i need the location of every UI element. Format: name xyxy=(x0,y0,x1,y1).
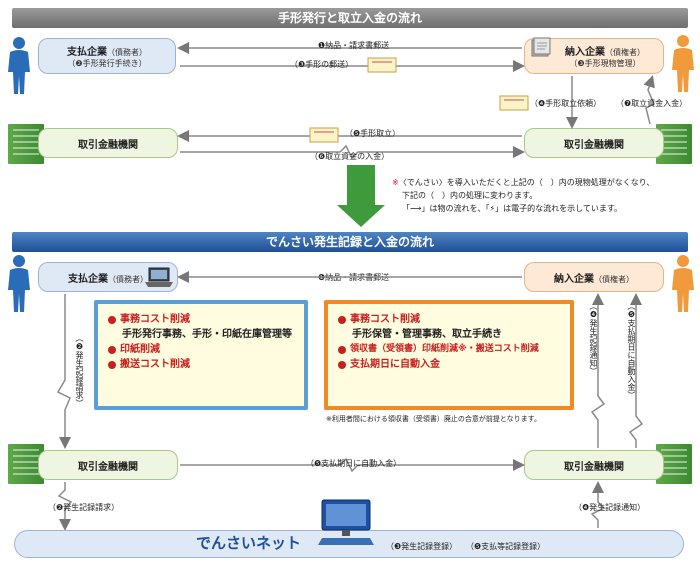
densai-net-title: でんさいネット xyxy=(196,534,302,552)
payer-benefit-3: 搬送コスト削減 xyxy=(120,359,190,370)
document-stack-icon xyxy=(531,37,551,57)
payer-person-icon xyxy=(8,37,30,94)
computer-icon xyxy=(318,499,374,545)
bottom-left-request-vlabel: （❷発生記録請求） xyxy=(75,334,84,407)
note-line1: 〈でんさい〉を導入いただくと上記の（ ）内の現物処理がなくなり、 xyxy=(398,178,655,187)
payee-benefit-2: 領収書（受領書）印紙削減※・搬送コスト削減 xyxy=(350,344,539,354)
bottom-right-notify-label: （❹発生記録通知） xyxy=(574,503,646,512)
bottom-left-bank-box: 取引金融機関 xyxy=(38,450,178,480)
top-payer-sub: （❷手形発行手続き） xyxy=(67,59,147,68)
note-line3: 「⟶」は物の流れを、「⚡」は電子的な流れを示しています。 xyxy=(402,204,623,213)
top-request-label: （❹手形取立依頼） xyxy=(530,99,602,108)
payee-person-icon xyxy=(672,35,694,92)
bottom-right-auto-vlabel: （❺支払期日に自動入金） xyxy=(627,302,636,399)
top-payer-title: 支払企業 xyxy=(67,47,107,58)
bottom-right-bank-building-icon xyxy=(656,444,692,484)
payee-person-icon-2 xyxy=(672,255,694,312)
payer-benefits-panel: 事務コスト削減 手形発行事務、手形・印紙在庫管理等 印紙削減 搬送コスト削減 xyxy=(94,300,308,410)
top-collect-label: （❺手形取立） xyxy=(345,129,401,138)
payer-person-icon-2 xyxy=(8,255,30,312)
bottom-right-notify-vlabel: （❹発生記録通知） xyxy=(589,302,598,375)
payee-benefit-1-detail: 手形保管・管理事務、取立手続き xyxy=(352,329,502,340)
bottom-auto-deposit-label: （❺支払期日に自動入金） xyxy=(306,459,402,468)
top-left-bank-box: 取引金融機関 xyxy=(38,128,178,158)
payer-benefit-1-detail: 手形発行事務、手形・印紙在庫管理等 xyxy=(122,329,292,340)
payee-benefit-footnote: ※利用者間における領収書（受領書）廃止の合意が前提となります。 xyxy=(326,415,541,423)
top-payee-sub: （❸手形現物管理） xyxy=(569,59,641,68)
net-label-issue: （❸発生記録登録） xyxy=(386,542,458,551)
bottom-left-bank-label: 取引金融機関 xyxy=(78,461,138,473)
net-label-payment: （❺支払等記録登録） xyxy=(466,542,546,551)
digital-note: ※〈でんさい〉を導入いただくと上記の（ ）内の現物処理がなくなり、 下記の（ ）… xyxy=(392,176,654,215)
top-deposit-right-label: （❼取立資金入金） xyxy=(616,99,688,108)
bottom-payee-box: 納入企業（債権者） xyxy=(524,262,664,292)
top-payer-box: 支払企業（債務者） （❷手形発行手続き） xyxy=(38,38,176,74)
top-arrows xyxy=(177,42,655,227)
top-deposit-label: （❻取立資金の入金） xyxy=(310,152,390,161)
payee-benefit-3: 支払期日に自動入金 xyxy=(350,359,440,370)
top-right-bank-label: 取引金融機関 xyxy=(564,139,624,151)
bottom-left-request-label: （❷発生記録請求） xyxy=(48,503,120,512)
top-mail-label: （❸手形の郵送） xyxy=(290,60,354,69)
note-mark: ※ xyxy=(392,178,399,187)
bottom-arrows xyxy=(56,271,644,531)
top-delivery-label: ❶納品・請求書郵送 xyxy=(318,41,390,50)
top-left-bank-label: 取引金融機関 xyxy=(78,139,138,151)
bottom-section-title: でんさい発生記録と入金の流れ xyxy=(12,232,688,252)
note-line2: 下記の（ ）内の処理に変わります。 xyxy=(402,191,538,200)
top-payee-title: 納入企業 xyxy=(565,47,605,58)
payer-benefit-2: 印紙削減 xyxy=(120,344,160,355)
payer-benefit-1: 事務コスト削減 xyxy=(120,314,190,325)
bottom-payer-title: 支払企業 xyxy=(68,273,108,285)
payee-benefit-1: 事務コスト削減 xyxy=(350,314,420,325)
top-section-title: 手形発行と取立入金の流れ xyxy=(12,8,688,28)
bottom-payee-title: 納入企業 xyxy=(554,273,594,285)
laptop-icon xyxy=(145,267,173,287)
top-right-bank-box: 取引金融機関 xyxy=(524,128,664,158)
payee-benefits-panel: 事務コスト削減 手形保管・管理事務、取立手続き 領収書（受領書）印紙削減※・搬送… xyxy=(324,300,574,410)
bottom-right-bank-label: 取引金融機関 xyxy=(564,461,624,473)
